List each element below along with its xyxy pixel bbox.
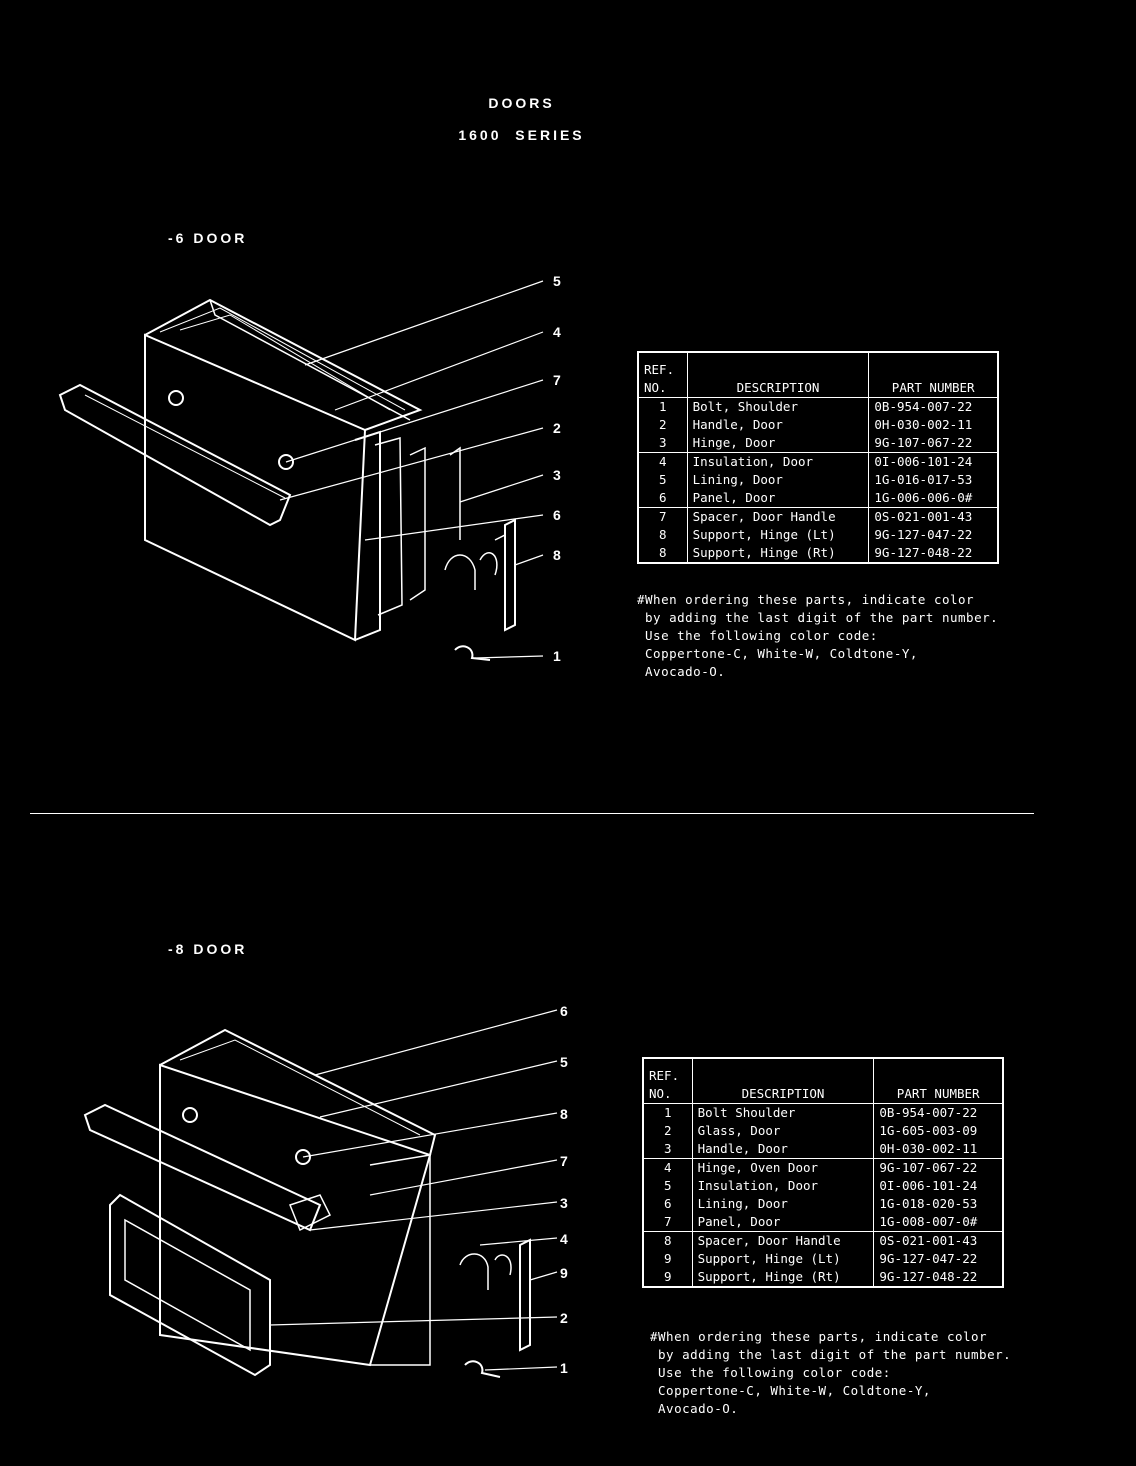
door-6-exploded-drawing [58, 280, 544, 661]
callout-6: 6 [553, 507, 561, 523]
page-title: DOORS [488, 95, 555, 111]
callout-2: 2 [553, 420, 561, 436]
callout-5: 5 [553, 273, 561, 289]
callout-1: 1 [560, 1360, 568, 1376]
col-desc-header: DESCRIPTION [691, 1058, 875, 1104]
col-part-header: PART NUMBER [873, 1058, 1004, 1104]
color-code-note: #When ordering these parts, indicate col… [650, 1329, 1012, 1416]
col-ref-header: REF.NO. [637, 352, 688, 398]
callout-3: 3 [560, 1195, 568, 1211]
callout-7: 7 [553, 372, 561, 388]
col-part-header: PART NUMBER [868, 352, 999, 398]
col-ref-header: REF.NO. [642, 1058, 693, 1104]
callout-6: 6 [560, 1003, 568, 1019]
callout-3: 3 [553, 467, 561, 483]
callout-1: 1 [553, 648, 561, 664]
callout-9: 9 [560, 1265, 568, 1281]
section2-label: -8 DOOR [168, 941, 248, 957]
callout-4: 4 [560, 1231, 568, 1247]
col-desc-header: DESCRIPTION [686, 352, 870, 398]
section1-label: -6 DOOR [168, 230, 248, 246]
callout-4: 4 [553, 324, 561, 340]
callout-2: 2 [560, 1310, 568, 1326]
door-8-exploded-drawing [83, 1009, 558, 1378]
callout-7: 7 [560, 1153, 568, 1169]
callout-8: 8 [553, 547, 561, 563]
color-code-note: #When ordering these parts, indicate col… [637, 592, 999, 679]
callout-5: 5 [560, 1054, 568, 1070]
section-divider [30, 813, 1034, 814]
callout-8: 8 [560, 1106, 568, 1122]
page-subtitle: 1600 SERIES [458, 127, 585, 143]
